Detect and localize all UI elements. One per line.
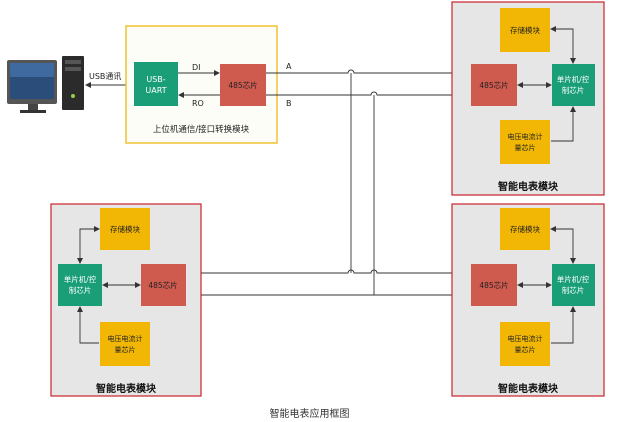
storage-block [500,8,550,52]
converter-title: 上位机通信/接口转换模块 [153,124,250,135]
metering-label-2: 量芯片 [515,345,536,354]
converter-485-block [220,64,266,106]
usb-uart-block [134,62,178,106]
bus-b-label: B [286,99,292,108]
meter-title: 智能电表模块 [96,382,157,395]
metering-label-1: 电压电流计 [508,334,543,343]
bus-wiring [186,69,471,296]
bus-a-label: A [286,62,292,71]
meter-485-block [471,264,517,306]
metering-block [500,120,550,164]
meter-485-block [141,264,186,306]
storage-mcu-link [77,226,100,264]
meter-module-bottom-right: 存储模块 单片机/控 制芯片 485芯片 电压电流计 量芯片 智能电表模块 [451,203,605,397]
figure-caption: 智能电表应用框图 [269,409,350,420]
meter-title: 智能电表模块 [498,382,559,395]
metering-mcu-link [551,106,576,142]
storage-mcu-link [550,226,576,264]
ro-label: RO [192,99,204,108]
computer-icon [7,56,84,113]
meter-module-bottom-left: 存储模块 单片机/控 制芯片 485芯片 电压电流计 量芯片 智能电表模块 [50,203,202,397]
mcu-label-2: 制芯片 [69,285,92,295]
mcu-label-2: 制芯片 [562,285,585,295]
usb-label: USB通讯 [89,71,121,81]
metering-block [500,322,550,366]
storage-label: 存储模块 [110,224,140,234]
mcu-label-1: 单片机/控 [64,274,97,284]
usb-uart-label-1: USB- [146,75,165,84]
metering-label-2: 量芯片 [115,345,136,354]
storage-mcu-link [550,26,576,64]
metering-label-2: 量芯片 [515,143,536,152]
storage-label: 存储模块 [510,224,540,234]
smart-meter-block-diagram: USB通讯 USB- UART 485芯片 DI RO 上位机通信/接口转换模块… [7,1,605,397]
metering-mcu-link [551,306,576,344]
storage-block [100,208,150,250]
mcu-block [58,264,102,306]
metering-label-1: 电压电流计 [108,334,143,343]
usb-uart-label-2: UART [145,86,166,95]
mcu-label-1: 单片机/控 [557,74,590,84]
meter-485-label: 485芯片 [148,280,177,290]
di-label: DI [192,63,201,72]
meter-title: 智能电表模块 [498,180,559,193]
converter-module: USB- UART 485芯片 DI RO 上位机通信/接口转换模块 [125,25,278,144]
meter-485-block [471,64,517,106]
meter-485-label: 485芯片 [479,80,508,90]
mcu-label-1: 单片机/控 [557,274,590,284]
meter-module-top-right: 存储模块 单片机/控 制芯片 485芯片 电压电流计 量芯片 智能电表模块 [451,1,605,196]
storage-label: 存储模块 [510,25,540,35]
storage-block [500,208,550,250]
meter-485-label: 485芯片 [479,280,508,290]
mcu-block [552,64,595,106]
converter-485-label: 485芯片 [228,80,257,90]
metering-mcu-link [77,306,99,344]
metering-label-1: 电压电流计 [508,132,543,141]
mcu-label-2: 制芯片 [562,85,585,95]
mcu-block [552,264,595,306]
metering-block [100,322,150,366]
